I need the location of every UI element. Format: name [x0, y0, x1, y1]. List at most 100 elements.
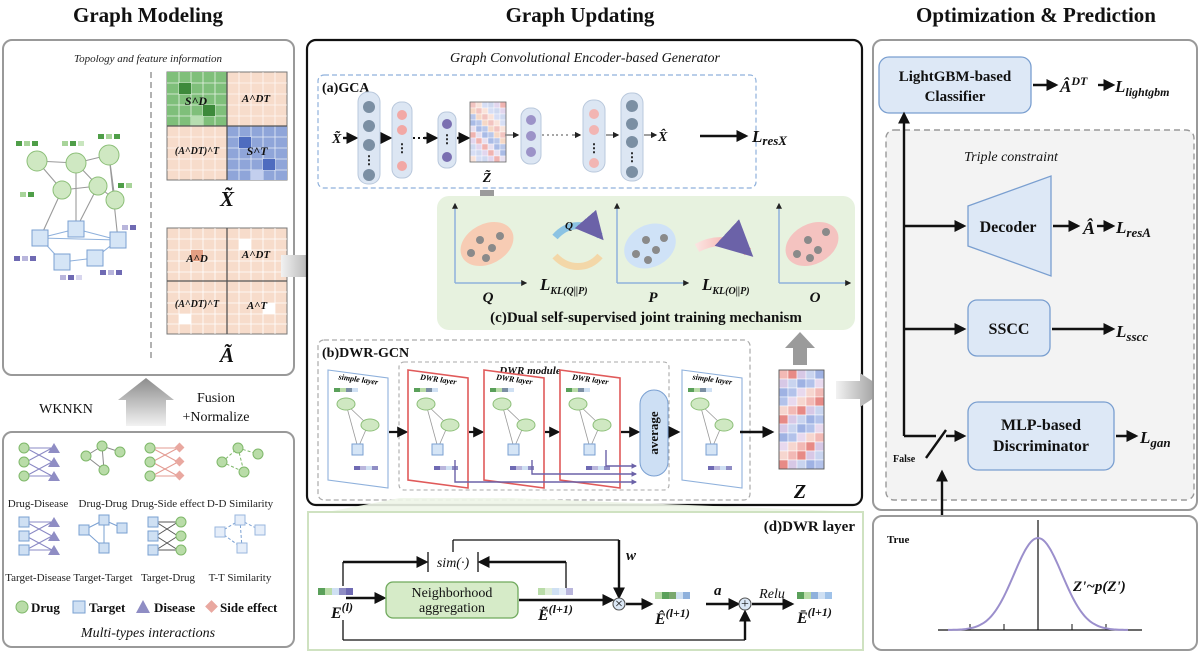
a-label: a [714, 583, 722, 599]
z-cell [796, 459, 807, 470]
z-tilde-cell [481, 155, 489, 163]
a-hat-label: Â [1082, 217, 1095, 238]
z-cell [778, 423, 789, 434]
layer-feature-cell [584, 388, 590, 392]
label-target-target: Target-Target [73, 572, 132, 584]
updating-to-optimization-arrow [836, 373, 886, 407]
q-arrow-label: Q [565, 220, 573, 232]
z-cell [796, 387, 807, 398]
neighborhood-aggregation-box [385, 581, 519, 619]
z-cell [787, 432, 798, 443]
layer-feature-cell [414, 388, 420, 392]
average-node [639, 389, 669, 477]
layer-feature-cell [706, 388, 712, 392]
z-cell [814, 441, 825, 452]
z-cell [778, 369, 789, 380]
layer-feature-cell [700, 388, 706, 392]
z-cell [805, 441, 816, 452]
layer-target-node [705, 443, 718, 456]
layer-feature-cell [598, 466, 604, 470]
z-tilde-cell [481, 119, 489, 127]
z-cell [814, 387, 825, 398]
dwr-layer-diagram: E(l) Neighborhood aggregation Ẽ(l+1) sim… [318, 539, 832, 641]
svg-text:+: + [741, 597, 749, 612]
z-tilde-cell [469, 137, 477, 145]
z-tilde-cell [499, 137, 507, 145]
layer-drug-node [360, 418, 380, 432]
true-label: True [887, 534, 910, 546]
feature-bar-cell [818, 592, 825, 599]
z-tilde-cell [487, 131, 495, 139]
interaction-labels: Drug-Disease Drug-Drug Drug-Side effect … [5, 498, 273, 584]
layer-feature-cell [366, 466, 372, 470]
label-target-disease: Target-Disease [5, 572, 71, 584]
gca-input-x: X̃ [331, 129, 342, 147]
z-cell [778, 432, 789, 443]
z-cell [787, 423, 798, 434]
z-cell [805, 369, 816, 380]
layer-feature-cell [340, 388, 346, 392]
layer-feature-cell [346, 388, 352, 392]
z-tilde-label: Z̃ [482, 168, 492, 186]
classifier-line2: Classifier [925, 89, 986, 105]
lightgbm-classifier-box [878, 56, 1032, 114]
z-tilde-cell [487, 119, 495, 127]
layer-target-node [583, 443, 596, 456]
decoder-block [967, 175, 1052, 277]
z-tilde-cell [469, 119, 477, 127]
gcn-layer-card: DWR layer [559, 369, 621, 489]
z-tilde-cell [493, 119, 501, 127]
z-tilde-cell [493, 155, 501, 163]
svg-text:⋮: ⋮ [588, 141, 600, 155]
feature-bar-cell [825, 592, 832, 599]
p-to-o-arrow [694, 219, 754, 257]
q-update-arrow-back [552, 253, 603, 270]
layer-drug-node [516, 418, 536, 432]
layer-feature-cell [566, 388, 572, 392]
label-drug-drug: Drug-Drug [79, 498, 128, 510]
feature-bar-cell [566, 588, 573, 595]
layer-feature-cell [496, 388, 502, 392]
z-tilde-cell [469, 149, 477, 157]
layer-feature-cell [708, 466, 714, 470]
section-title-graph-updating: Graph Updating [506, 3, 655, 27]
gca-autoencoder: X̃ ⋮ ⋮ ⋮ [331, 91, 471, 185]
dist-o-plot [776, 202, 852, 286]
z-cell [778, 405, 789, 416]
z-tilde-cell [469, 107, 477, 115]
matrix-label-st: S^T [247, 144, 269, 158]
layer-edge [345, 403, 359, 449]
label-tt-similarity: T-T Similarity [209, 572, 272, 584]
feature-bar-cell [559, 588, 566, 595]
adjacency-matrix-a: A^D A^DT (A^DT)^T A^T [166, 227, 288, 335]
z-label: Z [793, 481, 806, 503]
z-cell [787, 414, 798, 425]
gcn-layer-card: DWR layer [407, 369, 469, 489]
classifier-line1: LightGBM-based [899, 69, 1012, 85]
z-tilde-cell [469, 101, 477, 109]
layer-drug-node [690, 397, 710, 411]
z-tilde-matrix [469, 101, 507, 163]
z-cell [805, 396, 816, 407]
label-drug-disease: Drug-Disease [8, 498, 69, 510]
z-border [778, 369, 825, 470]
legend-side-effect: Side effect [220, 600, 278, 615]
z-tilde-cell [475, 143, 483, 151]
layer-drug-node [492, 397, 512, 411]
z-tilde-cell [469, 143, 477, 151]
false-label: False [893, 454, 916, 465]
z-tilde-cell [481, 101, 489, 109]
feature-bar-cell [318, 588, 325, 595]
z-cell [796, 432, 807, 443]
z-cell [805, 387, 816, 398]
z-cell [814, 459, 825, 470]
matrix-label-sd: S^D [185, 94, 208, 108]
sscc-box [967, 299, 1051, 357]
mlp-discriminator-box [967, 401, 1115, 471]
layer-card-frame [559, 369, 621, 489]
svg-text:⋮: ⋮ [626, 150, 638, 164]
neigh-line2: aggregation [419, 601, 485, 616]
feature-bar-cell [655, 592, 662, 599]
z-tilde-cell [475, 155, 483, 163]
layer-edge [425, 403, 439, 449]
